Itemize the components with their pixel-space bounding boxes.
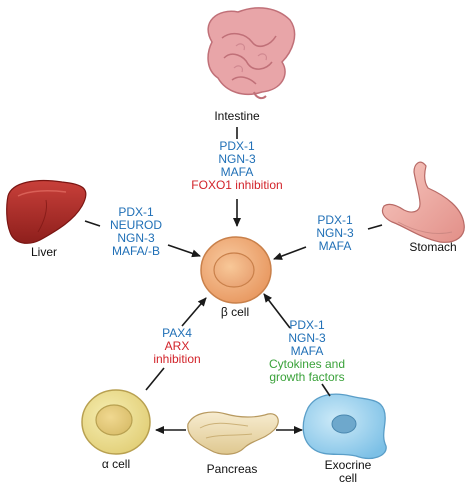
alpha-factors: PAX4 ARX inhibition: [142, 327, 212, 366]
stomach-connector: [367, 224, 383, 230]
intestine-factors: PDX-1 NGN-3 MAFA FOXO1 inhibition: [182, 140, 292, 192]
liver-to-beta-arrow: [167, 244, 201, 258]
stomach-label: Stomach: [409, 240, 457, 254]
exocrine-to-beta-arrow: [263, 293, 291, 329]
stomach-to-beta-arrow: [273, 246, 307, 260]
alpha-cell-icon: [81, 389, 151, 455]
factor: MAFA: [290, 344, 324, 358]
factor: PAX4: [162, 326, 192, 340]
inhibition-factor: inhibition: [153, 352, 201, 366]
factor: NGN-3: [218, 152, 256, 166]
inhibition-factor: FOXO1 inhibition: [191, 178, 283, 192]
factor: NGN-3: [288, 331, 326, 345]
intestine-icon: [207, 7, 296, 100]
exocrine-label-line1: Exocrine: [324, 458, 372, 472]
liver-label: Liver: [30, 245, 57, 259]
exocrine-label-line2: cell: [338, 471, 357, 485]
intestine-label: Intestine: [214, 109, 260, 123]
beta-cell-label: β cell: [220, 305, 250, 319]
stomach-factors: PDX-1 NGN-3 MAFA: [300, 214, 370, 253]
factor: MAFA: [318, 239, 352, 253]
factor: PDX-1: [317, 213, 353, 227]
factor: NGN-3: [117, 231, 155, 245]
factor: PDX-1: [289, 318, 325, 332]
factor: MAFA/-B: [111, 244, 160, 258]
factor: MAFA: [220, 165, 254, 179]
stomach-icon: [381, 161, 465, 243]
pancreas-icon: [187, 411, 279, 455]
factor: PDX-1: [219, 139, 255, 153]
growth-factor: growth factors: [269, 370, 345, 384]
alpha-connector: [145, 367, 165, 391]
beta-cell-icon: [200, 236, 272, 304]
alpha-cell-label: α cell: [101, 457, 131, 471]
growth-factor: Cytokines and: [268, 357, 346, 371]
exocrine-connector: [321, 383, 331, 397]
factor: NGN-3: [316, 226, 354, 240]
liver-connector: [84, 220, 101, 227]
inhibition-factor: ARX: [164, 339, 190, 353]
liver-icon: [6, 179, 87, 244]
exocrine-label: Exocrine cell: [318, 459, 378, 485]
factor: PDX-1: [118, 205, 154, 219]
factor: NEUROD: [109, 218, 162, 232]
liver-factors: PDX-1 NEUROD NGN-3 MAFA/-B: [101, 206, 171, 258]
exocrine-cell-icon: [302, 393, 387, 460]
exocrine-factors: PDX-1 NGN-3 MAFA Cytokines and growth fa…: [252, 319, 362, 384]
pancreas-label: Pancreas: [206, 462, 258, 476]
arrows: [84, 127, 383, 434]
alpha-to-beta-arrow: [181, 297, 207, 327]
